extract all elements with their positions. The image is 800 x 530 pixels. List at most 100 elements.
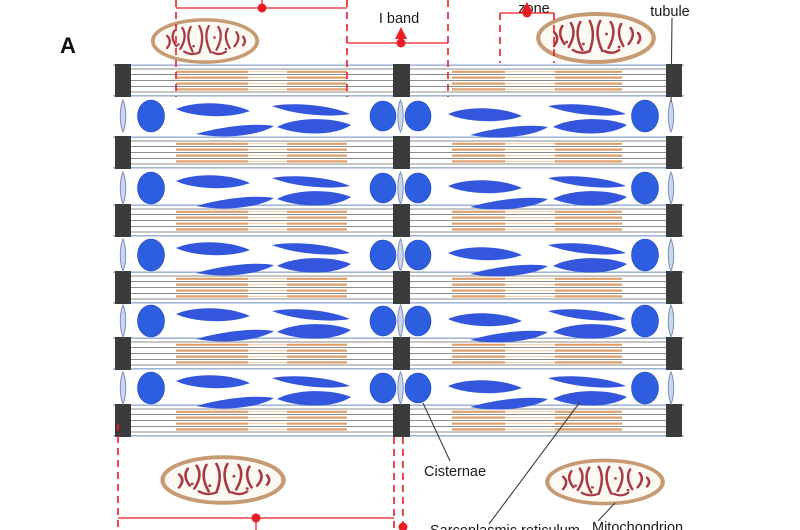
- sr-tubule-shape: [553, 119, 627, 134]
- sr-tubule-shape: [277, 391, 351, 406]
- sr-tubule-shape: [176, 375, 250, 389]
- sr-tubule-shape: [553, 391, 627, 406]
- mito-crista: [187, 25, 194, 53]
- sr-tubule-shape: [176, 308, 250, 322]
- mito-crista: [580, 491, 600, 497]
- z-disc: [666, 136, 682, 169]
- mitochondrion-illustration: [150, 18, 260, 64]
- t-tubule-shape: [119, 98, 127, 134]
- label-cisternae: Cisternae: [424, 464, 486, 480]
- z-disc: [666, 271, 682, 304]
- label-i-band: I band: [379, 11, 419, 27]
- mito-crista: [636, 471, 644, 489]
- myofibril-row: [113, 64, 684, 97]
- sr-tubule-shape: [470, 264, 548, 277]
- z-disc: [393, 64, 410, 97]
- diagram-art: [113, 12, 684, 506]
- mito-crista: [234, 463, 243, 491]
- mito-crista: [617, 22, 625, 48]
- sr-tubule-shape: [196, 329, 274, 342]
- sr-tubule-shape: [448, 108, 522, 122]
- sr-tubule-shape: [448, 313, 522, 327]
- t-tubule-shape: [667, 303, 675, 339]
- mito-crista: [230, 490, 249, 496]
- cisternae-pointer: [422, 402, 451, 462]
- mito-crista: [567, 470, 575, 489]
- sarcoplasmic-reticulum-row: [119, 303, 675, 343]
- sr-tubule-shape: [196, 263, 274, 276]
- t-tubule-shape: [397, 237, 404, 273]
- mito-crista: [165, 34, 171, 50]
- t-tubule-shape: [119, 170, 127, 206]
- sr-tubule-shape: [448, 380, 522, 394]
- sr-tubule-shape: [277, 258, 351, 273]
- terminal-cisterna-shape: [631, 238, 659, 272]
- sr-tubule-shape: [277, 191, 351, 206]
- mito-crista: [215, 462, 222, 494]
- sr-tubule-shape: [470, 330, 548, 343]
- sr-tubule-shape: [277, 119, 351, 134]
- sr-tubule-shape: [176, 103, 250, 117]
- t-tubule-shape: [397, 98, 404, 134]
- mito-crista: [596, 19, 604, 53]
- mito-crista: [571, 48, 591, 54]
- z-disc: [393, 404, 410, 437]
- label-mitochondrion: Mitochondrion: [592, 520, 683, 530]
- sr-tubule-shape: [272, 309, 350, 321]
- mito-crista: [576, 467, 584, 492]
- mito-crista: [245, 465, 253, 489]
- t-tubule-shape: [397, 170, 404, 206]
- mito-crista: [215, 25, 222, 51]
- t-tubule-shape: [667, 237, 675, 273]
- terminal-cisterna-shape: [137, 171, 165, 205]
- mito-crista: [224, 27, 231, 50]
- t-tubule-shape: [397, 370, 404, 406]
- terminal-cisterna-shape: [631, 371, 659, 405]
- a-band-dot: [257, 3, 267, 13]
- label-sarcoplasmic-reticulum: Sarcoplasmic reticulum: [430, 523, 580, 530]
- sr-tubule-shape: [548, 243, 626, 255]
- sr-tubule-shape: [548, 176, 626, 188]
- mito-crista: [636, 31, 642, 45]
- mito-crista: [585, 466, 593, 494]
- mito-crista: [171, 29, 178, 48]
- terminal-cisterna-shape: [404, 372, 432, 404]
- myofibril-row: [113, 271, 684, 304]
- z-disc: [115, 271, 131, 304]
- terminal-cisterna-shape: [369, 239, 397, 271]
- mito-crista: [198, 24, 204, 54]
- t-tubule-shape: [667, 170, 675, 206]
- z-disc: [666, 337, 682, 370]
- mito-crista: [576, 20, 584, 52]
- terminal-cisterna-shape: [137, 238, 165, 272]
- sr-tubule-shape: [553, 191, 627, 206]
- mito-crista: [626, 468, 634, 491]
- mito-crista: [265, 474, 271, 486]
- z-disc: [666, 204, 682, 237]
- mito-crista: [197, 490, 218, 496]
- sarcoplasmic-reticulum-row: [119, 98, 675, 138]
- t-tubule-shape: [667, 98, 675, 134]
- sr-tubule-shape: [176, 175, 250, 189]
- sr-tubule-shape: [448, 247, 522, 261]
- mitochondrion-pointer: [597, 502, 616, 522]
- terminal-cisterna-shape: [631, 99, 659, 133]
- terminal-cisterna-shape: [137, 304, 165, 338]
- sr-tubule-shape: [548, 104, 626, 116]
- mito-crista: [627, 26, 635, 46]
- i-band-arrow-icon: [395, 27, 407, 39]
- sr-tubule-shape: [272, 176, 350, 188]
- sr-tubule-shape: [272, 104, 350, 116]
- mito-crista: [177, 473, 184, 489]
- z-disc: [393, 271, 410, 304]
- sarcomere-dot: [251, 513, 261, 523]
- z-disc: [666, 64, 682, 97]
- z-disc: [393, 204, 410, 237]
- sr-tubule-shape: [196, 196, 274, 209]
- t-tubule-pointer: [670, 17, 673, 103]
- sr-tubule-shape: [553, 324, 627, 339]
- terminal-cisterna-shape: [404, 239, 432, 271]
- sr-tubule-shape: [553, 258, 627, 273]
- terminal-cisterna-shape: [137, 99, 165, 133]
